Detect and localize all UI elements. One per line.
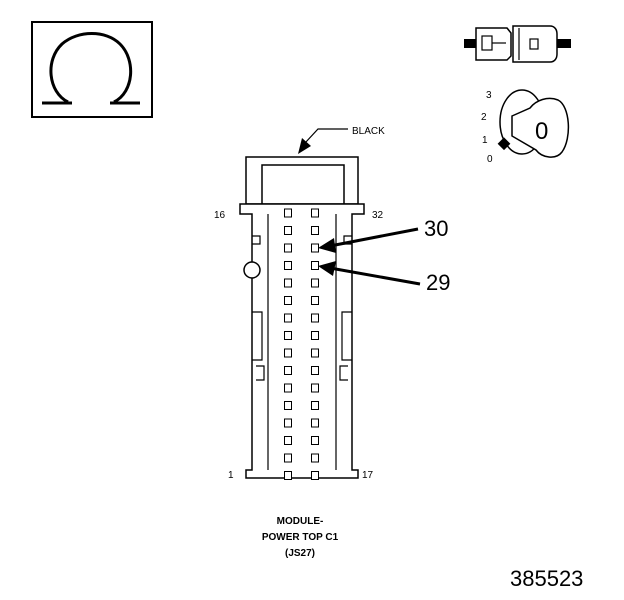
pin-cavity [311,436,319,445]
ignition-switch-icon: 3 2 1 0 0 [481,89,570,165]
pin-cavity [284,383,292,393]
pin-cavity [284,331,292,340]
color-label-arrowhead [298,138,311,154]
pin-cavity [284,278,292,288]
connector-body [239,156,365,479]
ignition-key-label: 0 [535,118,548,145]
pin-cavity [311,226,319,235]
ohm-icon [42,32,140,105]
pin-cavity [311,261,319,270]
ohm-symbol-box [31,21,153,118]
caption-line-3: (JS27) [285,548,315,559]
pin-label-bottom-left: 1 [228,470,234,481]
pin-cavity [284,243,292,253]
pin-cavity [284,261,292,270]
pin-cavity [311,278,319,288]
callout-label-29: 29 [426,270,450,295]
pin-cavity [311,383,319,393]
pin-cavity [311,453,319,463]
pin-label-top-right: 32 [372,210,384,221]
figure-number: 385523 [510,566,583,591]
pin-label-bottom-right: 17 [362,470,374,481]
pin-cavity [284,401,292,410]
pin-cavity [311,418,319,428]
ignition-position-1: 1 [482,135,488,146]
pin-cavity [284,471,292,480]
pin-cavity [284,226,292,235]
ignition-position-3: 3 [486,90,492,101]
pin-cavity [311,243,319,253]
pin-cavity [284,366,292,375]
caption-line-2: POWER TOP C1 [262,532,339,543]
plug-connector-icon [464,25,571,63]
pin-cavity [311,296,319,305]
pin-cavity [311,331,319,340]
pin-cavity [311,471,319,480]
caption-line-1: MODULE- [277,516,324,527]
pin-cavity [311,366,319,375]
ignition-pointer [497,137,511,151]
callout-label-30: 30 [424,216,448,241]
ignition-position-0: 0 [487,154,493,165]
pin-cavity [284,453,292,463]
pin-cavity [284,208,292,218]
pin-cavity [311,348,319,358]
pin-label-top-left: 16 [214,210,226,221]
color-label-leader [304,128,348,144]
callout-29: 29 [318,261,450,295]
pin-cavities [284,208,319,480]
ignition-key [511,97,570,158]
pin-cavity [311,208,319,218]
pin-cavity [311,313,319,323]
connector-color-label: BLACK [352,126,385,137]
pin-cavity [284,348,292,358]
pin-cavity [284,296,292,305]
pin-cavity [311,401,319,410]
pin-cavity [284,436,292,445]
ignition-position-2: 2 [481,112,487,123]
callout-30: 30 [318,216,448,253]
pin-cavity [284,418,292,428]
pin-cavity [284,313,292,323]
